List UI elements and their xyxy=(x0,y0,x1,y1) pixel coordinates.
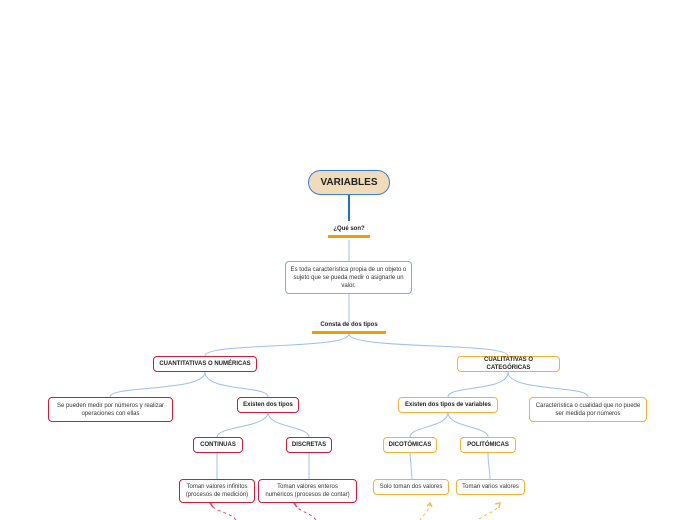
node-continuas[interactable]: CONTINUAS xyxy=(193,437,243,453)
root-node-variables[interactable]: VARIABLES xyxy=(308,170,390,195)
definition-node[interactable]: Es toda característica propia de un obje… xyxy=(285,261,412,294)
node-cuantitativas[interactable]: CUANTITATIVAS O NUMÉRICAS xyxy=(153,356,257,372)
node-politomicas-description[interactable]: Toman varios valores xyxy=(456,479,525,495)
node-dicotomicas-description[interactable]: Solo toman dos valores xyxy=(373,479,449,495)
node-cualitativas-description[interactable]: Característica o cualidad que no puede s… xyxy=(529,397,647,422)
node-existen-dos-tipos-de-variables[interactable]: Existen dos tipos de variables xyxy=(398,397,498,413)
node-discretas[interactable]: DISCRETAS xyxy=(286,437,332,453)
label-consta-de-dos-tipos[interactable]: Consta de dos tipos xyxy=(312,320,386,334)
node-discretas-description[interactable]: Toman valores enteros numéricos (proceso… xyxy=(258,479,357,503)
node-dicotomicas[interactable]: DICOTÓMICAS xyxy=(383,437,437,453)
node-continuas-description[interactable]: Toman valores infinitos (procesos de med… xyxy=(179,479,255,503)
node-cualitativas[interactable]: CUALITATIVAS O CATEGÓRICAS xyxy=(457,356,560,372)
node-cuantitativas-description[interactable]: Se pueden medir por números y realizar o… xyxy=(48,397,173,422)
node-politomicas[interactable]: POLITÓMICAS xyxy=(460,437,516,453)
label-que-son[interactable]: ¿Qué son? xyxy=(328,224,370,238)
node-existen-dos-tipos[interactable]: Existen dos tipos xyxy=(237,397,299,413)
